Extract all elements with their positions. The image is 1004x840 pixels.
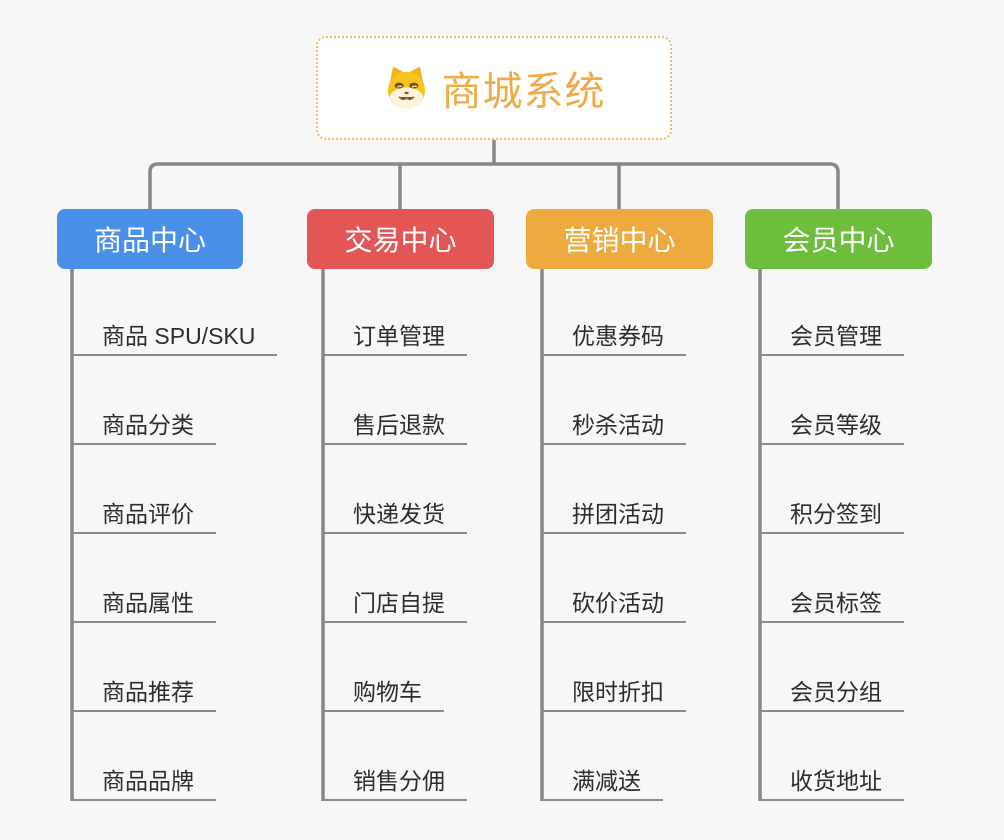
leaf-node[interactable]: 砍价活动: [541, 588, 686, 623]
shiba-dog-icon: [387, 66, 425, 109]
leaf-node[interactable]: 商品分类: [71, 410, 216, 445]
leaf-node[interactable]: 商品品牌: [71, 766, 216, 801]
leaf-node[interactable]: 满减送: [541, 766, 663, 801]
leaf-node[interactable]: 会员分组: [759, 677, 904, 712]
leaf-node[interactable]: 限时折扣: [541, 677, 686, 712]
leaf-node[interactable]: 快递发货: [322, 499, 467, 534]
leaf-node[interactable]: 商品属性: [71, 588, 216, 623]
leaf-node[interactable]: 收货地址: [759, 766, 904, 801]
leaf-node[interactable]: 商品推荐: [71, 677, 216, 712]
leaf-node[interactable]: 商品评价: [71, 499, 216, 534]
branch-node-trade-center[interactable]: 交易中心: [307, 209, 494, 269]
leaf-node[interactable]: 优惠券码: [541, 321, 686, 356]
leaf-node[interactable]: 售后退款: [322, 410, 467, 445]
leaf-node[interactable]: 会员标签: [759, 588, 904, 623]
leaf-node[interactable]: 会员管理: [759, 321, 904, 356]
branch-node-marketing-center[interactable]: 营销中心: [526, 209, 713, 269]
bus-connector: [148, 162, 840, 211]
leaf-node[interactable]: 销售分佣: [322, 766, 467, 801]
branch-label: 商品中心: [93, 225, 206, 256]
leaf-node[interactable]: 商品 SPU/SKU: [71, 321, 278, 356]
root-title: 商城系统: [441, 70, 606, 114]
leaf-node[interactable]: 拼团活动: [541, 499, 686, 534]
leaf-node[interactable]: 会员等级: [759, 410, 904, 445]
branch-label: 营销中心: [563, 225, 676, 256]
root-node[interactable]: 商城系统: [316, 36, 672, 140]
branch-label: 交易中心: [344, 225, 457, 256]
leaf-node[interactable]: 购物车: [322, 677, 444, 712]
leaf-node[interactable]: 订单管理: [322, 321, 467, 356]
branch-node-member-center[interactable]: 会员中心: [745, 209, 932, 269]
leaf-node[interactable]: 门店自提: [322, 588, 467, 623]
leaf-node[interactable]: 秒杀活动: [541, 410, 686, 445]
leaf-node[interactable]: 积分签到: [759, 499, 904, 534]
branch-node-product-center[interactable]: 商品中心: [57, 209, 243, 269]
branch-label: 会员中心: [782, 225, 895, 256]
